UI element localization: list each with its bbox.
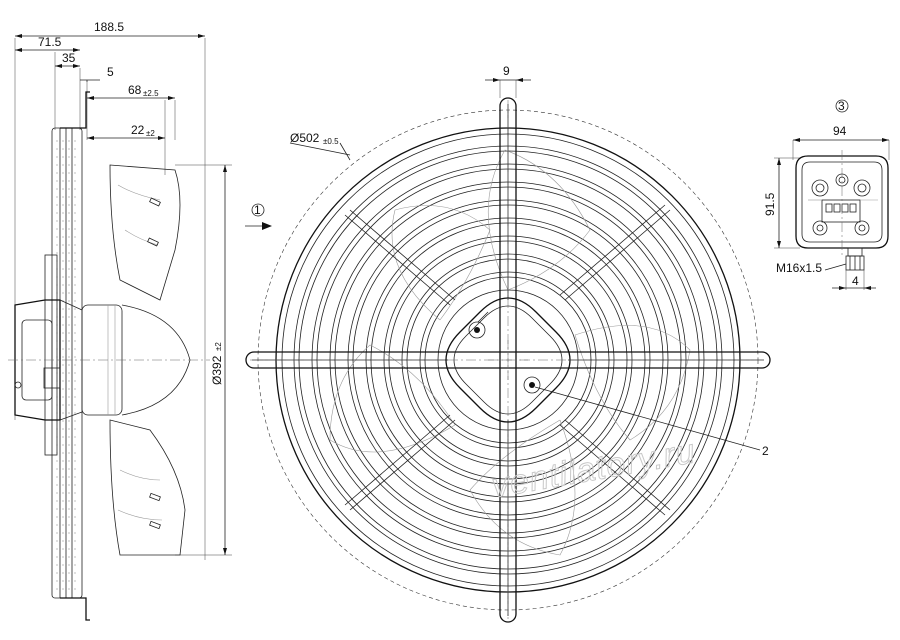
callout-3-circle — [835, 99, 849, 113]
callout-1-circle — [251, 203, 265, 217]
thread-dimension: M16x1.5 — [776, 261, 822, 275]
terminal-box-detail — [774, 138, 890, 290]
depth-22-dimension: 22 — [131, 123, 145, 137]
diameter-392-tolerance: ±2 — [214, 342, 223, 351]
depth-22-tolerance: ±2 — [146, 129, 155, 138]
depth-68-tolerance: ±2.5 — [143, 89, 159, 98]
box-height-dimension: 91.5 — [763, 192, 777, 216]
depth-5-dimension: 5 — [107, 65, 114, 79]
diameter-502-tolerance: ±0.5 — [323, 137, 339, 146]
depth-71-5-dimension: 71.5 — [38, 35, 62, 49]
overall-depth-dimension: 188.5 — [94, 20, 124, 34]
depth-35-dimension: 35 — [62, 51, 76, 65]
front-view — [245, 78, 771, 623]
diameter-502-dimension: Ø502 — [290, 131, 320, 145]
diameter-392-dimension: Ø392 — [210, 355, 224, 385]
callout-3-label: 3 — [838, 99, 845, 113]
box-width-dimension: 94 — [833, 124, 847, 138]
callout-2-label: 2 — [762, 444, 769, 458]
callout-1-label: 1 — [254, 203, 261, 217]
rod-width-dimension: 9 — [503, 64, 510, 78]
watermark-text: ventilatory.ru — [489, 432, 699, 505]
side-view — [8, 34, 232, 621]
depth-68-dimension: 68 — [128, 83, 142, 97]
gland-offset-dimension: 4 — [852, 274, 859, 288]
